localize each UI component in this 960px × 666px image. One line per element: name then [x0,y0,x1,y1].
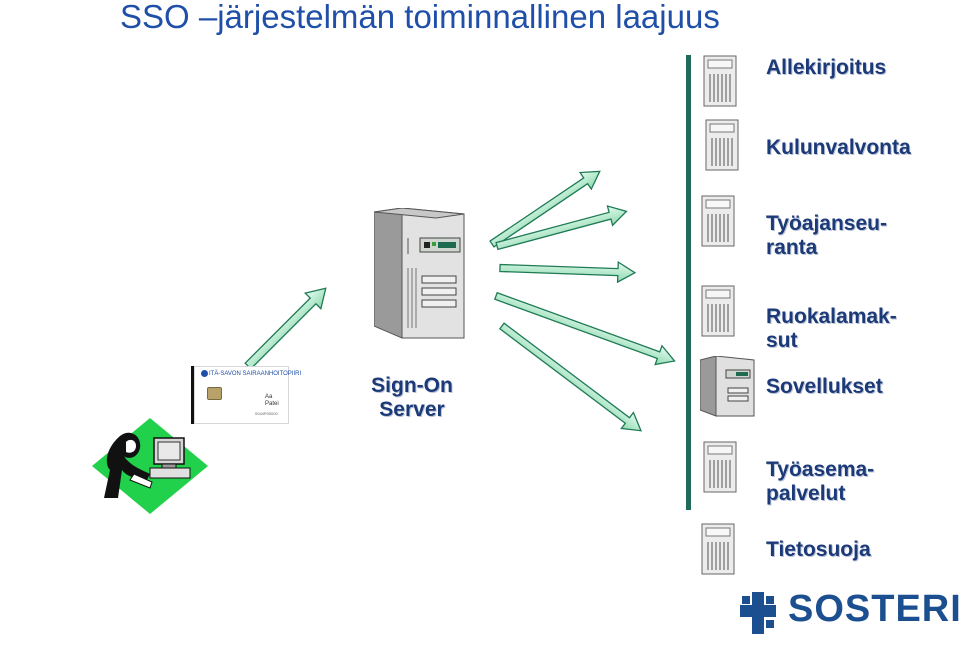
server-tower-icon [374,208,465,339]
arrow-icon [498,322,642,432]
arrow-icon [244,287,327,370]
smart-card-icon: ITÄ-SAVON SAIRAANHOITOPIIRI Aa Patei 004… [194,366,301,424]
user-at-computer-icon [92,418,208,514]
small-server-icon [701,195,735,247]
sosteri-logo: SOSTERI [740,588,960,636]
card-line-1: Aa [265,394,273,400]
service-label-tyoasemapalvelut: Työasema- palvelut [766,458,875,505]
service-label-allekirjoitus: Allekirjoitus [766,56,887,79]
sosteri-cross-icon [740,592,776,634]
small-server-icon [705,119,739,171]
card-header: ITÄ-SAVON SAIRAANHOITOPIIRI [209,371,302,377]
card-line-3: 0044P00000 [255,411,278,416]
card-chip-icon [207,387,222,400]
arrow-icon [499,260,637,284]
service-label-ruokalamaksut: Ruokalamak- sut [766,305,897,352]
small-server-icon [701,523,735,575]
service-label-kulunvalvonta: Kulunvalvonta [766,136,911,159]
page-title: SSO –järjestelmän toiminnallinen laajuus [120,0,720,35]
card-line-2: Patei [265,401,279,407]
arrow-icon [495,205,628,251]
small-server-icon [701,285,735,337]
sign-on-server-label: Sign-On Server [352,374,472,422]
sign-on-server-text: Sign-On Server [371,374,453,421]
service-label-tietosuoja: Tietosuoja [766,538,871,561]
connection-bus-line [686,55,691,510]
small-server-icon [703,55,737,107]
arrow-icon [489,170,601,248]
service-label-tyoajanseuranta: Työajanseu- ranta [766,212,887,259]
card-emblem-icon [201,370,208,377]
arrow-icon [493,291,676,366]
small-server-icon [703,441,737,493]
server-tower-icon [700,356,755,417]
logo-text: SOSTERI [788,588,960,630]
service-label-sovellukset: Sovellukset [766,375,883,398]
